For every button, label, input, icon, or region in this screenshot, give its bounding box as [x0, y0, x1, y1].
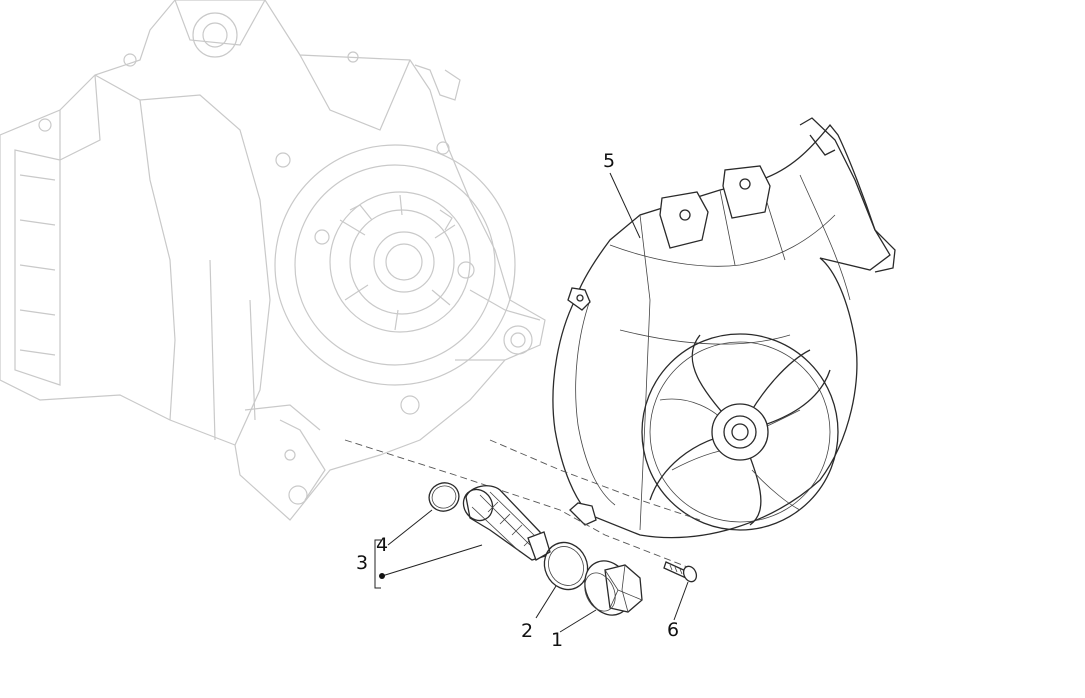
leader-lines	[374, 172, 689, 633]
oil-strainer-part-3	[462, 485, 551, 561]
callout-6: 6	[667, 619, 680, 641]
flywheel-cover-part-5	[552, 117, 896, 539]
callout-4: 4	[376, 534, 389, 556]
drain-plug-part-1	[584, 560, 643, 616]
screw-part-6	[663, 561, 698, 583]
callout-1: 1	[551, 629, 564, 651]
o-ring-part-4	[428, 482, 460, 512]
engine-crankcase-ghost	[0, 0, 546, 521]
callout-2: 2	[521, 620, 534, 642]
assembly-axis-line-upper	[489, 439, 701, 521]
callout-5: 5	[603, 150, 616, 172]
assembly-axis-line	[344, 439, 691, 569]
callout-3: 3	[356, 552, 369, 574]
o-ring-part-2	[543, 541, 589, 591]
